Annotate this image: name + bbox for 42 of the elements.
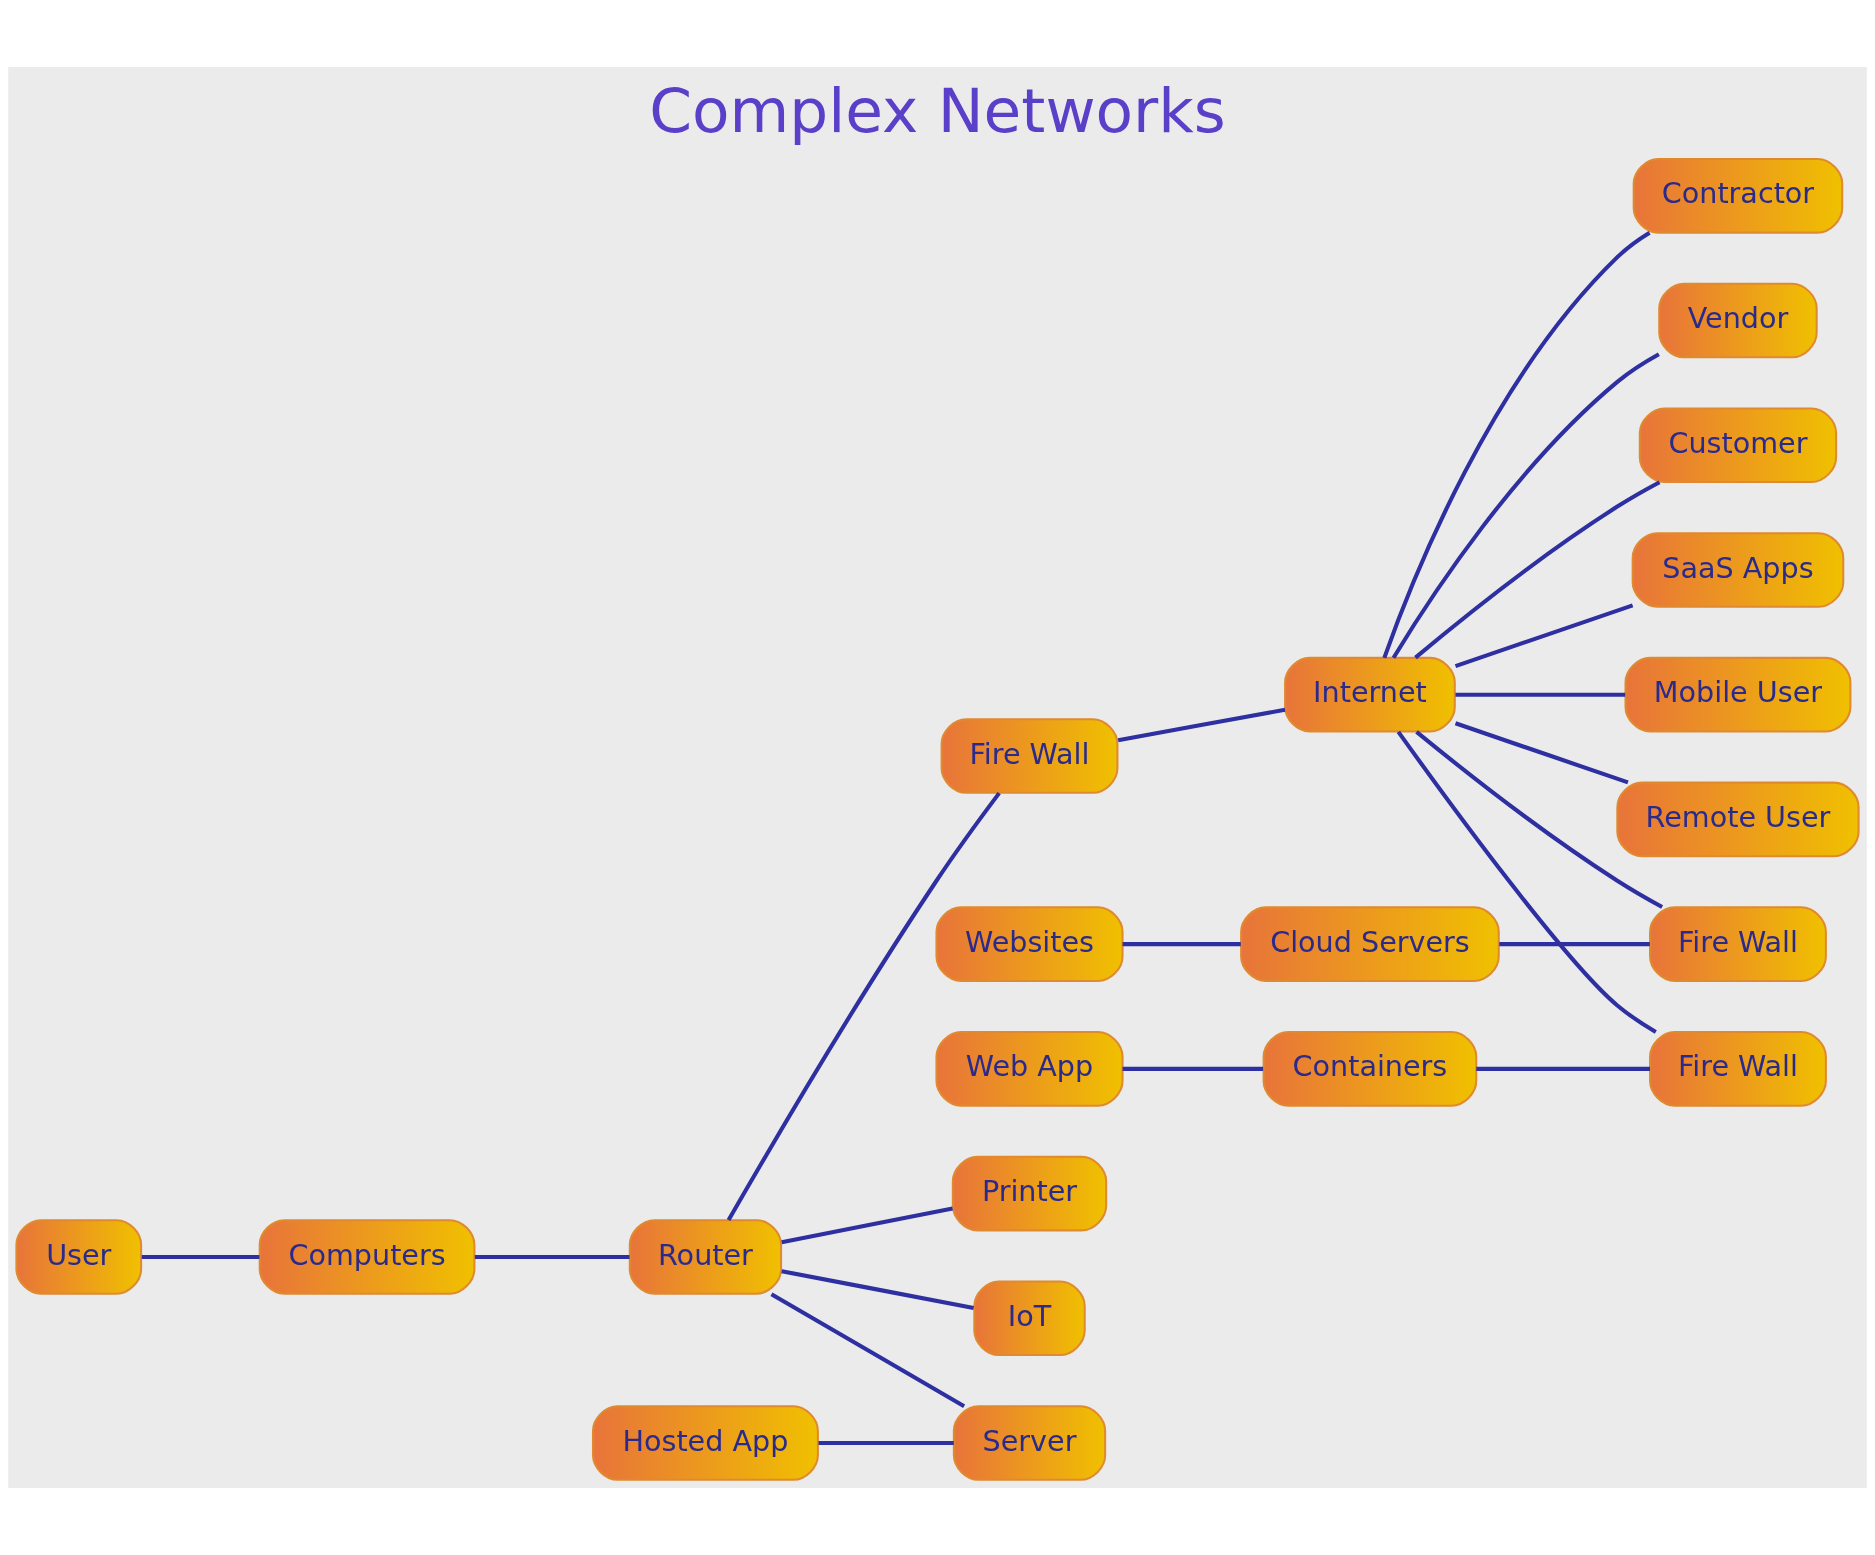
node-box: Web App	[935, 1031, 1124, 1107]
node-box: Printer	[951, 1155, 1108, 1232]
connector	[1454, 603, 1634, 669]
node-box: Containers	[1262, 1031, 1478, 1107]
connector	[1499, 942, 1650, 947]
connector	[1391, 352, 1660, 659]
node-box: User	[15, 1219, 143, 1295]
connector	[1414, 480, 1661, 660]
node-box: Hosted App	[591, 1405, 819, 1481]
connector	[781, 1269, 974, 1310]
connector	[770, 1292, 966, 1408]
node-box: Computers	[258, 1219, 476, 1295]
node-box: Customer	[1638, 407, 1838, 484]
node-box: IoT	[973, 1280, 1086, 1357]
diagram-title: Complex Networks	[649, 75, 1226, 147]
connector	[781, 1206, 953, 1245]
node-box: Contractor	[1632, 158, 1844, 234]
node-box: Vendor	[1658, 282, 1818, 359]
connector	[1382, 231, 1651, 659]
node-box: Internet	[1284, 656, 1456, 733]
connector	[1455, 692, 1626, 697]
node-box: Cloud Servers	[1240, 906, 1500, 982]
connector	[1396, 730, 1657, 1034]
node-box: Server	[952, 1405, 1107, 1481]
connector	[1476, 1066, 1650, 1071]
connector	[726, 791, 1001, 1222]
connector	[1454, 721, 1629, 785]
connector	[818, 1440, 954, 1446]
node-box: Remote User	[1616, 781, 1860, 858]
connector	[141, 1254, 260, 1259]
connector	[474, 1254, 630, 1259]
node-box: Fire Wall	[1649, 906, 1827, 982]
connector	[1122, 942, 1241, 947]
node-box: Router	[628, 1219, 783, 1295]
node-box: Fire Wall	[940, 718, 1119, 794]
node-box: Mobile User	[1624, 656, 1852, 733]
node-box: SaaS Apps	[1631, 532, 1845, 608]
node-box: Fire Wall	[1649, 1031, 1827, 1107]
connector	[1117, 707, 1286, 743]
connector	[1122, 1066, 1264, 1071]
node-box: Websites	[935, 906, 1124, 982]
connector	[1415, 730, 1664, 909]
